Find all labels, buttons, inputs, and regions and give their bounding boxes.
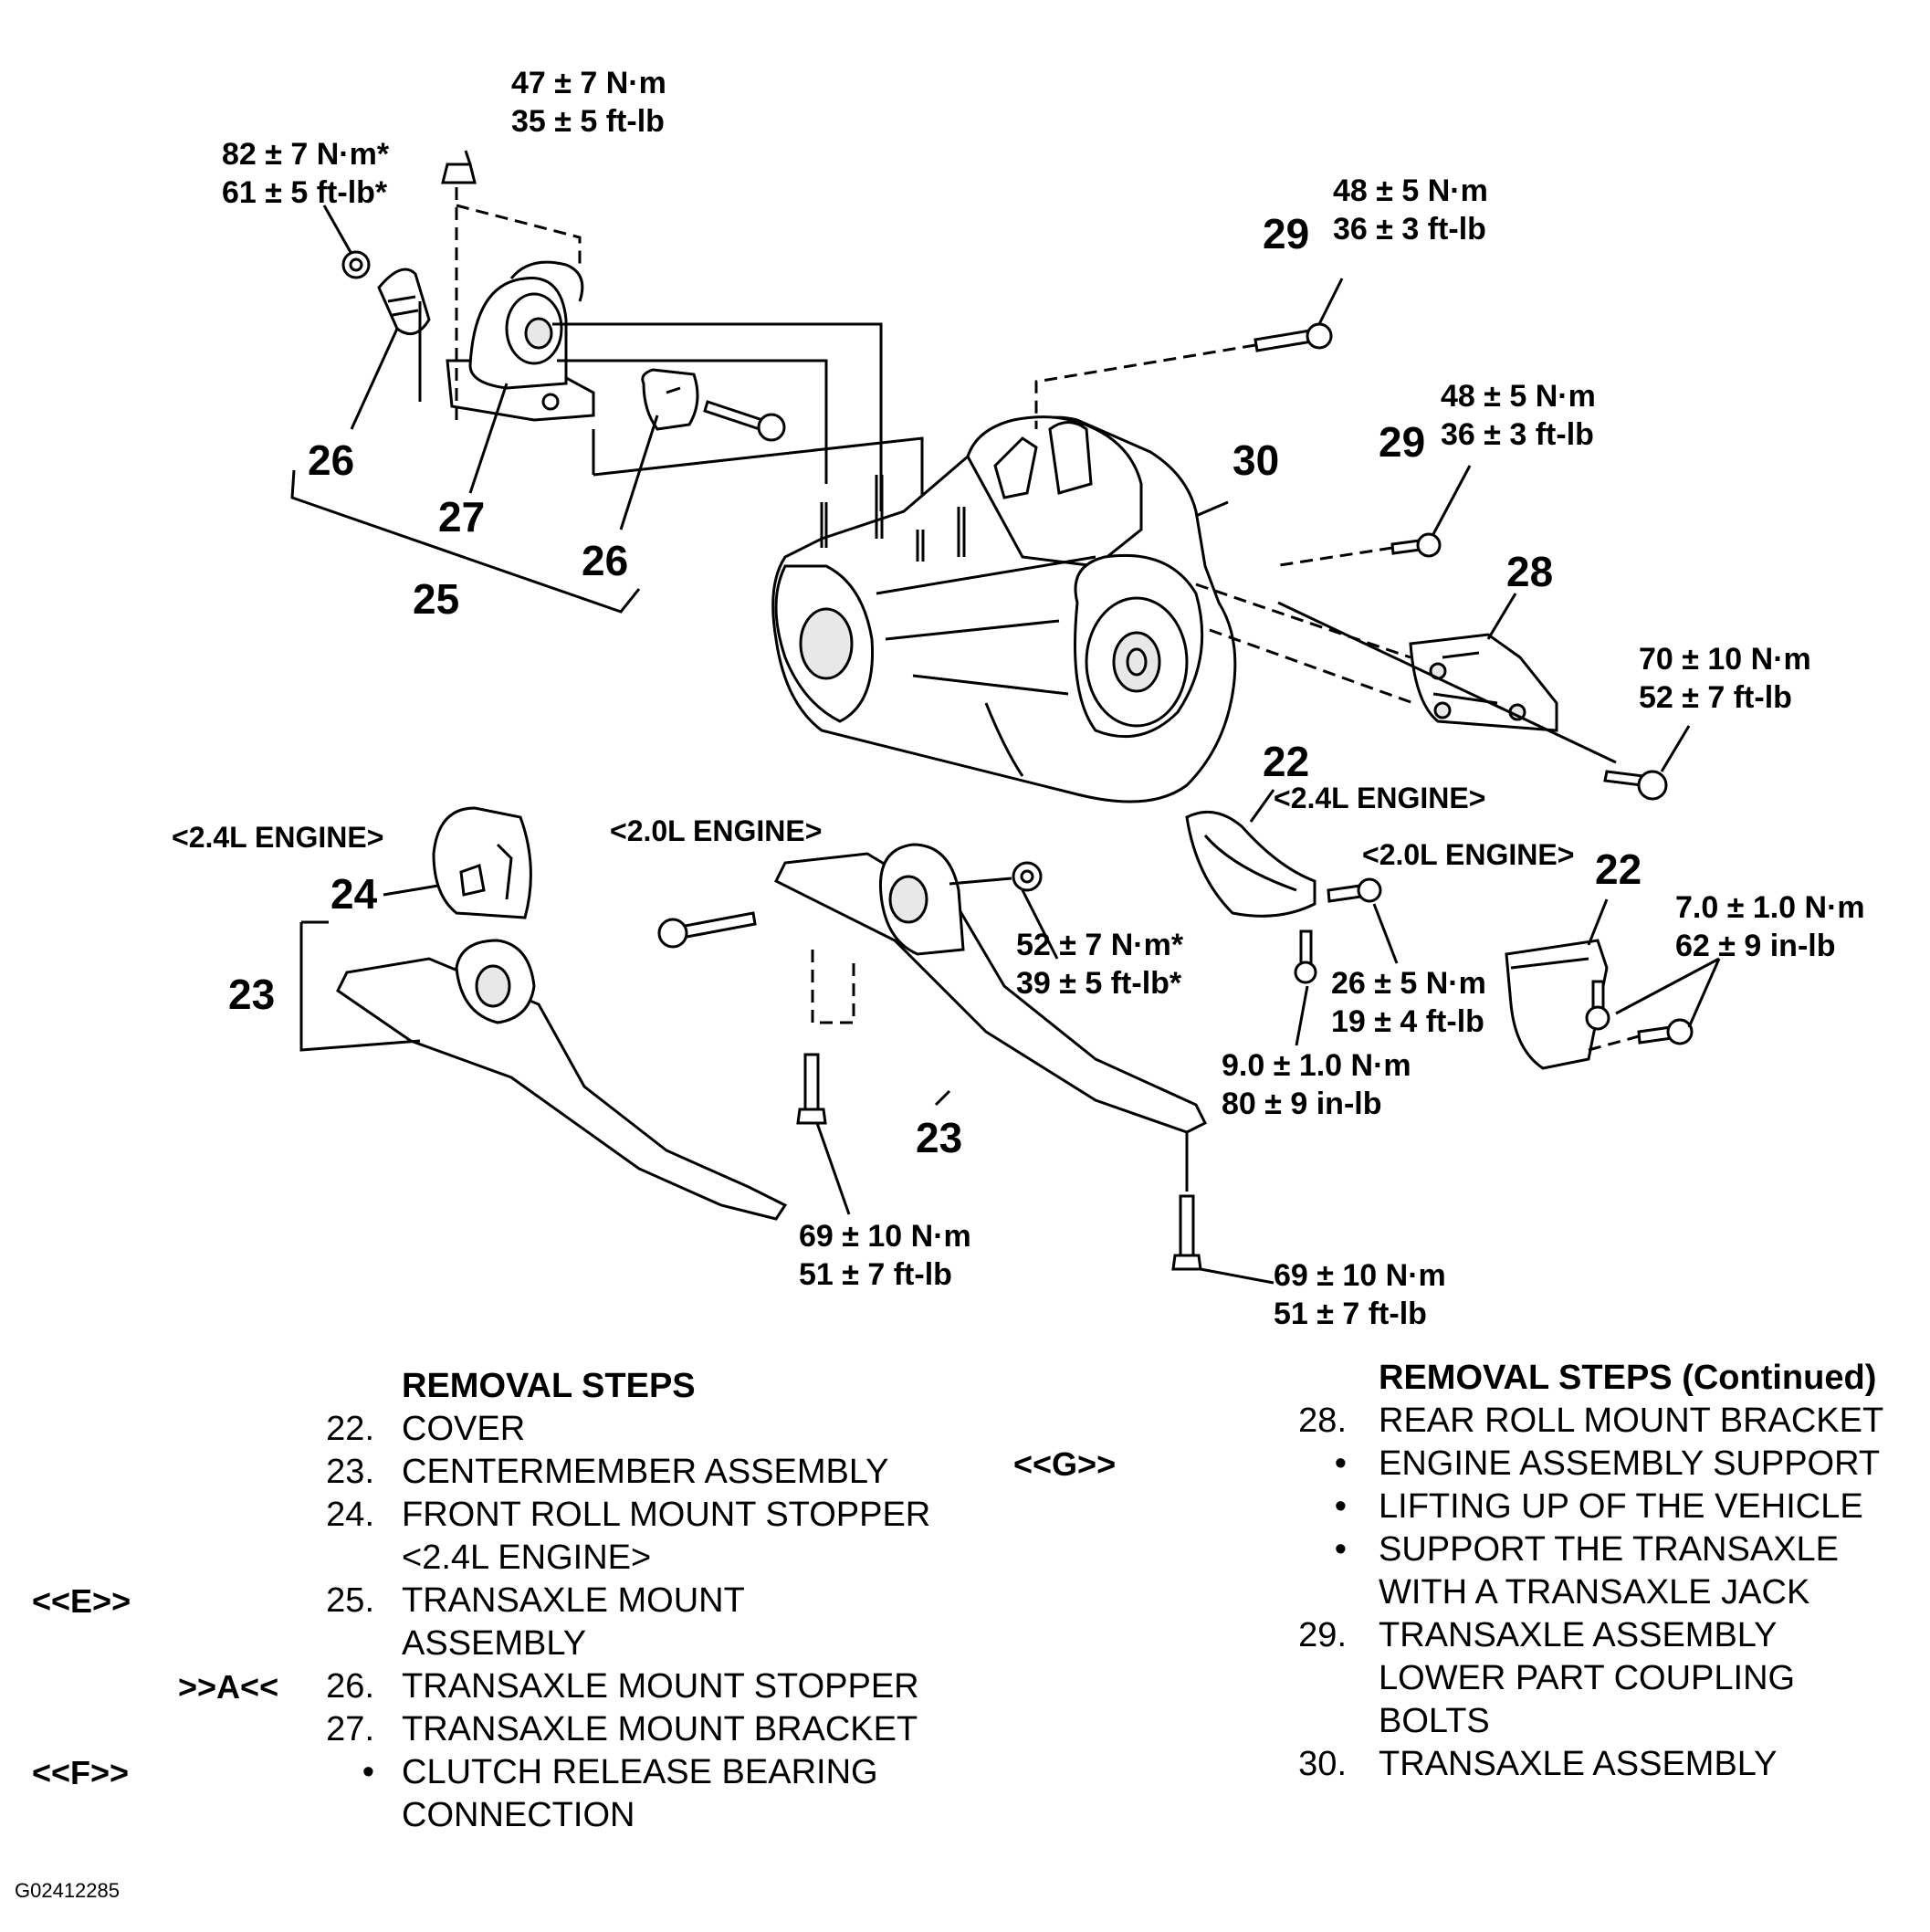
svg-text:36 ± 3 ft-lb: 36 ± 3 ft-lb — [1441, 417, 1594, 452]
figure-id: G02412285 — [15, 1879, 120, 1902]
svg-text:70 ± 10 N·m: 70 ± 10 N·m — [1639, 642, 1811, 677]
svg-text:35 ± 5 ft-lb: 35 ± 5 ft-lb — [511, 104, 665, 139]
callout-22-lower: 22 — [1595, 845, 1642, 893]
svg-text:36 ± 3 ft-lb: 36 ± 3 ft-lb — [1333, 212, 1486, 247]
removal-steps-right: REMOVAL STEPS (Continued) <<G>> 28. REAR… — [1013, 1359, 1884, 1783]
reference-mark-f: <<F>> — [32, 1754, 130, 1791]
exploded-parts-diagram: 47 ± 7 N·m 35 ± 5 ft-lb 82 ± 7 N·m* 61 ±… — [172, 66, 1865, 1331]
torque-spec-2: 82 ± 7 N·m* 61 ± 5 ft-lb* — [222, 137, 390, 210]
reference-mark-e: <<E>> — [32, 1582, 131, 1620]
svg-text:82 ± 7 N·m*: 82 ± 7 N·m* — [222, 137, 390, 172]
engine-label-2.0l-right: <2.0L ENGINE> — [1362, 838, 1574, 871]
removal-steps-left: REMOVAL STEPS 22. COVER 23. CENTERMEMBER… — [32, 1367, 931, 1834]
torque-spec-3: 48 ± 5 N·m 36 ± 3 ft-lb — [1333, 173, 1488, 247]
torque-spec-11: 69 ± 10 N·m 51 ± 7 ft-lb — [1274, 1258, 1446, 1331]
torque-spec-7: 26 ± 5 N·m 19 ± 4 ft-lb — [1331, 966, 1486, 1039]
bullet: • — [362, 1753, 374, 1791]
centermember-2.0l — [773, 843, 1208, 1134]
centermember-2.4l — [336, 939, 788, 1221]
rear-mount-bolt — [1603, 770, 1668, 801]
engine-label-2.0l-center: <2.0L ENGINE> — [610, 814, 822, 847]
svg-text:52 ± 7 N·m*: 52 ± 7 N·m* — [1016, 928, 1184, 962]
callout-22-upper: 22 — [1263, 738, 1309, 785]
callout-26-left: 26 — [308, 436, 354, 484]
reference-mark-g: <<G>> — [1013, 1445, 1117, 1483]
engine-label-2.4l-left: <2.4L ENGINE> — [172, 821, 383, 854]
svg-text:7.0 ± 1.0 N·m: 7.0 ± 1.0 N·m — [1675, 890, 1865, 925]
svg-text:51 ± 7 ft-lb: 51 ± 7 ft-lb — [799, 1257, 952, 1292]
torque-spec-1: 47 ± 7 N·m 35 ± 5 ft-lb — [511, 66, 666, 139]
reference-mark-a: >>A<< — [178, 1668, 279, 1706]
mount-bolt — [703, 400, 786, 442]
svg-text:51 ± 7 ft-lb: 51 ± 7 ft-lb — [1274, 1297, 1427, 1331]
lower-bolt-left — [796, 1053, 827, 1125]
callout-25: 25 — [413, 575, 459, 623]
torque-spec-5: 70 ± 10 N·m 52 ± 7 ft-lb — [1639, 642, 1811, 715]
svg-text:61 ± 5 ft-lb*: 61 ± 5 ft-lb* — [222, 175, 388, 210]
coupling-bolt-lower — [1390, 532, 1442, 558]
svg-text:80 ± 9 in-lb: 80 ± 9 in-lb — [1222, 1087, 1381, 1121]
front-roll-mount-stopper — [432, 806, 532, 919]
torque-spec-4: 48 ± 5 N·m 36 ± 3 ft-lb — [1441, 379, 1596, 452]
callout-29-lower: 29 — [1379, 418, 1425, 466]
top-mount-nut — [441, 163, 477, 184]
torque-spec-9: 7.0 ± 1.0 N·m 62 ± 9 in-lb — [1675, 890, 1865, 963]
torque-spec-6: 52 ± 7 N·m* 39 ± 5 ft-lb* — [1016, 928, 1184, 1001]
coupling-bolt-upper — [1253, 322, 1333, 352]
bullet: • — [1334, 1487, 1347, 1526]
cover-bolts — [1294, 877, 1694, 1045]
transaxle-assembly — [771, 415, 1237, 803]
engine-label-2.4l-right: <2.4L ENGINE> — [1274, 782, 1485, 814]
centermember-bolt — [657, 911, 757, 949]
cover-2.0l — [1505, 939, 1609, 1070]
studs — [820, 475, 966, 562]
mount-stopper-left — [377, 268, 431, 336]
callout-30: 30 — [1232, 436, 1279, 484]
svg-text:69 ± 10 N·m: 69 ± 10 N·m — [799, 1219, 971, 1254]
stopper-nut — [341, 250, 371, 279]
callout-23-left: 23 — [228, 971, 275, 1018]
cover-2.4l — [1185, 810, 1316, 918]
bullet: • — [1334, 1444, 1347, 1483]
transaxle-mount-assembly — [446, 260, 595, 422]
callout-26-right: 26 — [582, 537, 628, 584]
torque-spec-10: 69 ± 10 N·m 51 ± 7 ft-lb — [799, 1219, 971, 1292]
svg-text:9.0 ± 1.0 N·m: 9.0 ± 1.0 N·m — [1222, 1048, 1411, 1083]
svg-text:62 ± 9 in-lb: 62 ± 9 in-lb — [1675, 929, 1835, 963]
bullet: • — [1334, 1530, 1347, 1569]
mount-stopper-right — [641, 368, 699, 431]
torque-spec-8: 9.0 ± 1.0 N·m 80 ± 9 in-lb — [1222, 1048, 1411, 1121]
svg-text:19 ± 4 ft-lb: 19 ± 4 ft-lb — [1331, 1004, 1484, 1039]
rear-roll-mount-bracket — [1409, 633, 1558, 732]
removal-steps-continued-heading: REMOVAL STEPS (Continued) — [1379, 1359, 1877, 1397]
svg-text:52 ± 7 ft-lb: 52 ± 7 ft-lb — [1639, 680, 1792, 715]
callout-24: 24 — [330, 870, 378, 918]
centermember-nut — [1012, 861, 1043, 892]
svg-text:26 ± 5 N·m: 26 ± 5 N·m — [1331, 966, 1486, 1001]
removal-steps-heading: REMOVAL STEPS — [402, 1367, 696, 1405]
callout-29-upper: 29 — [1263, 210, 1309, 257]
svg-text:69 ± 10 N·m: 69 ± 10 N·m — [1274, 1258, 1446, 1293]
svg-text:48 ± 5 N·m: 48 ± 5 N·m — [1333, 173, 1488, 208]
callout-23-right: 23 — [916, 1114, 962, 1161]
lower-bolt-right — [1171, 1194, 1202, 1271]
callout-28: 28 — [1506, 548, 1553, 595]
svg-text:48 ± 5 N·m: 48 ± 5 N·m — [1441, 379, 1596, 414]
svg-text:39 ± 5 ft-lb*: 39 ± 5 ft-lb* — [1016, 966, 1182, 1001]
svg-text:47 ± 7 N·m: 47 ± 7 N·m — [511, 66, 666, 100]
callout-27: 27 — [438, 493, 485, 541]
